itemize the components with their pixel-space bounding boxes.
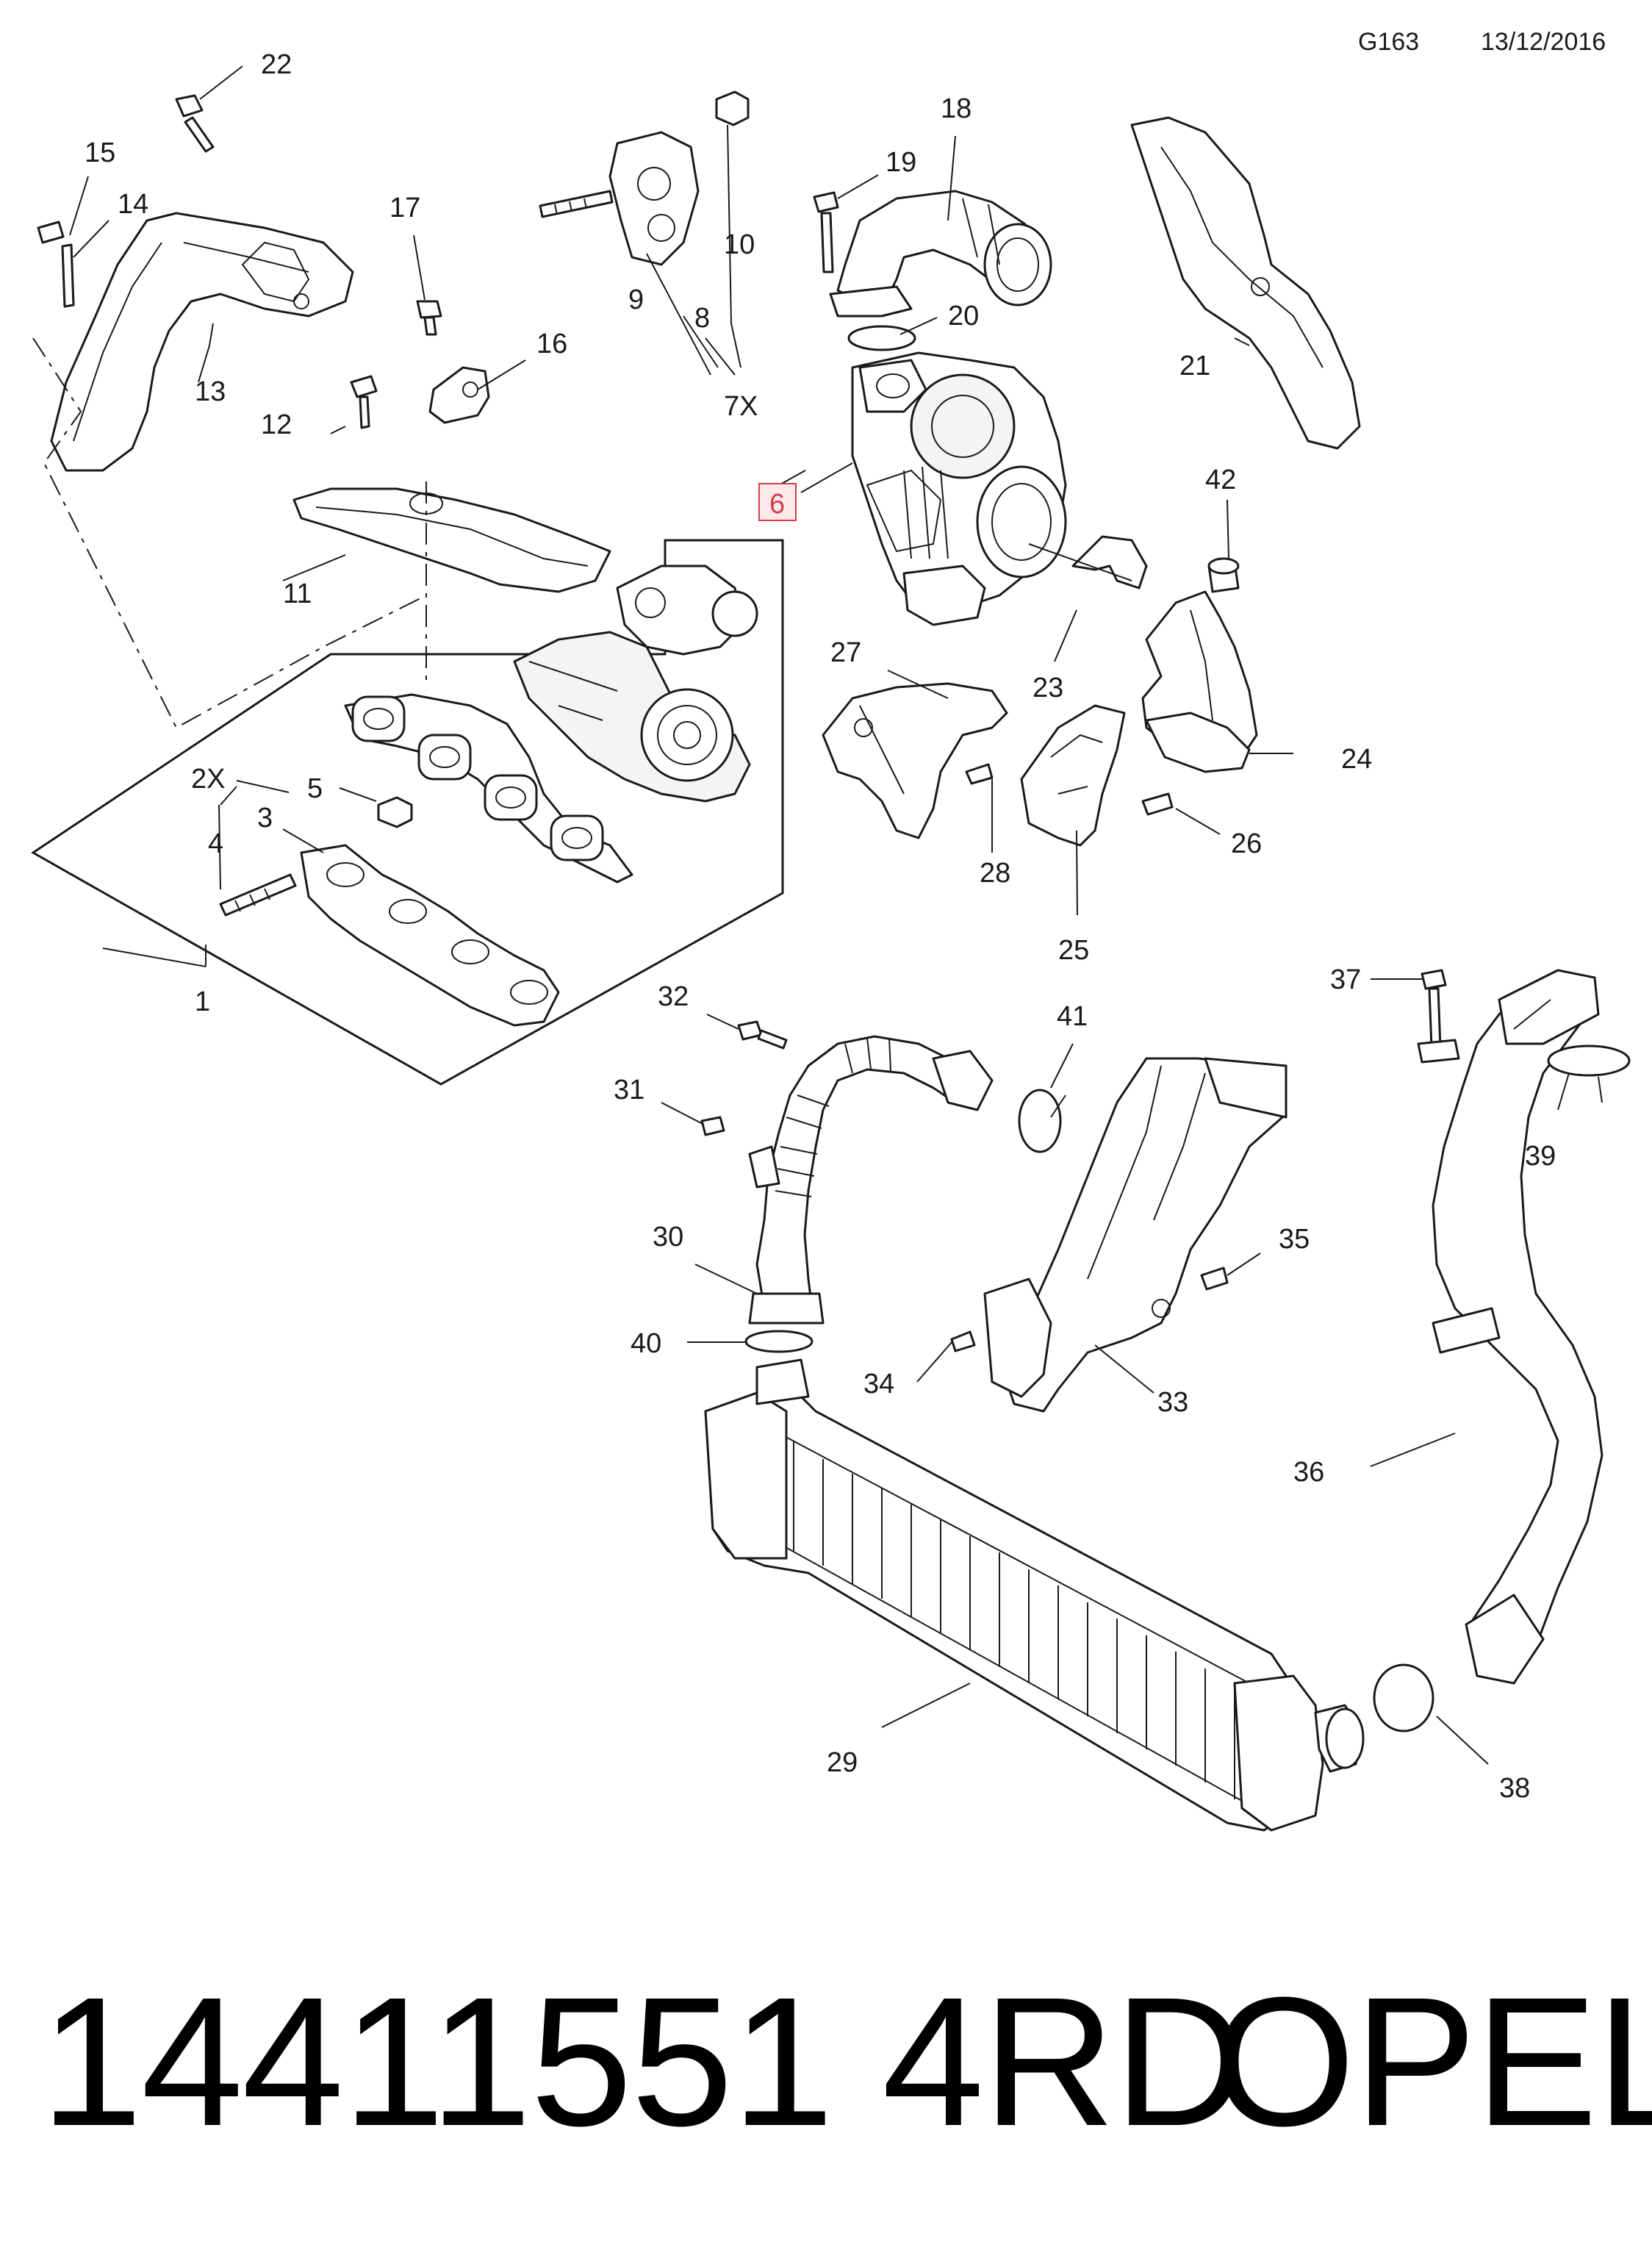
callout-30: 30 [653,1222,683,1252]
bolt-26 [1141,792,1174,816]
callout-39: 39 [1525,1141,1556,1172]
callout-15: 15 [85,137,115,168]
callout-labels: 1 2X 3 4 5 6 7X 8 9 10 11 12 13 14 15 16… [85,49,1556,1804]
bolt-19 [813,191,839,273]
o-ring-39 [1547,1044,1631,1077]
part-number: 14411551 4RD [40,1959,1246,2164]
dash-link-13 [32,337,427,729]
bolt-37 [1417,969,1460,1064]
bolt-31 [700,1116,725,1136]
callout-6: 6 [769,489,785,520]
callout-4: 4 [208,828,223,859]
callout-1: 1 [195,986,210,1017]
callout-19: 19 [886,147,916,178]
bolt-12 [350,375,378,429]
charge-air-hose-30 [748,1035,994,1325]
callout-41: 41 [1057,1001,1088,1032]
callout-3: 3 [257,803,273,834]
diagram-date: 13/12/2016 [1481,28,1606,56]
kit-outline-1 [31,539,784,1086]
bolt-35 [1200,1266,1229,1291]
bolt-34 [950,1330,976,1352]
callout-9: 9 [628,284,644,315]
callout-22: 22 [261,49,292,80]
o-ring-38 [1373,1663,1434,1732]
callout-12: 12 [261,409,292,440]
bolt-17 [416,300,442,336]
heat-shield-11 [292,487,611,593]
callout-18: 18 [941,93,972,124]
callout-26: 26 [1231,828,1262,859]
callout-40: 40 [631,1328,661,1359]
callout-38: 38 [1499,1773,1530,1804]
callout-29: 29 [827,1747,858,1778]
stud-4 [219,873,297,917]
callout-11: 11 [283,578,312,609]
bolt-15 [37,221,75,308]
charge-air-hose-36 [1432,969,1603,1685]
callout-32: 32 [658,981,689,1012]
diagram-code: G163 [1358,28,1419,56]
turbo-gasket-8 [608,131,700,266]
callout-28: 28 [980,858,1010,889]
clamp-23 [1071,535,1148,589]
callout-31: 31 [614,1075,644,1105]
bolt-32 [737,1020,788,1050]
callout-10: 10 [724,229,755,260]
callout-42: 42 [1205,465,1236,495]
callout-25: 25 [1058,935,1089,966]
bracket-27 [822,682,1008,839]
bracket-16 [428,366,490,424]
heat-shield-21 [1130,116,1361,450]
callout-23: 23 [1032,673,1063,703]
nut-5 [377,796,413,828]
callout-20: 20 [948,301,979,332]
turbo-outlet-pipe-18 [829,190,1052,318]
callout-24: 24 [1341,744,1372,775]
callout-33: 33 [1157,1387,1188,1418]
callout-35: 35 [1279,1224,1310,1255]
brand-name: OPEL [1213,1959,1652,2164]
callout-34: 34 [863,1369,894,1400]
bracket-25 [1020,704,1126,847]
elbow-pipe-24 [1141,590,1258,773]
intercooler-29 [704,1358,1365,1832]
bolt-28 [965,763,994,785]
callout-13: 13 [195,376,226,407]
callout-37: 37 [1330,964,1361,995]
manifold-turbo-assembly [344,565,758,884]
stud-9 [539,190,614,218]
callout-5: 5 [307,773,323,804]
air-duct-33 [983,1057,1288,1413]
callout-21: 21 [1179,351,1210,381]
callout-16: 16 [536,329,567,359]
o-ring-40 [744,1330,814,1353]
callout-36: 36 [1293,1457,1324,1488]
callout-17: 17 [389,193,420,223]
cap-42 [1207,557,1240,593]
o-ring-20 [847,325,916,351]
bolt-22 [175,94,215,153]
o-ring-41 [1018,1089,1062,1153]
callout-2x: 2X [191,764,225,795]
manifold-gasket-3 [300,844,560,1027]
leader-lines [69,65,1603,1765]
callout-27: 27 [830,637,861,668]
highlight-box-6 [758,483,797,521]
callout-7x: 7X [724,391,758,422]
callout-14: 14 [118,189,148,220]
heat-shield-13 [50,212,354,472]
callout-8: 8 [694,303,710,334]
nut-10 [715,90,750,126]
turbocharger-6 [851,351,1067,626]
